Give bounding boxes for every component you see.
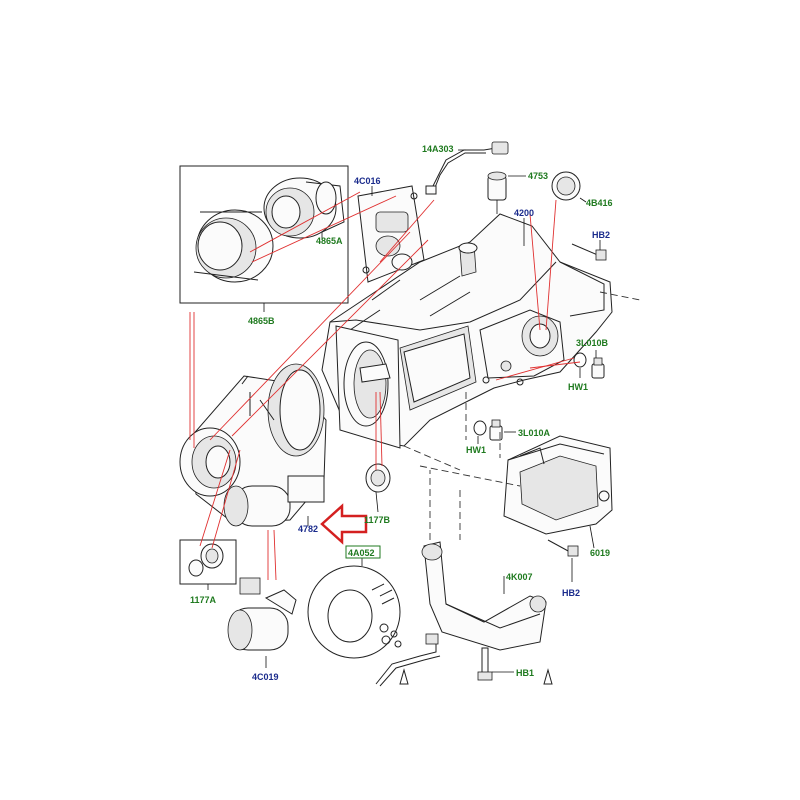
label-3L010A: 3L010A bbox=[518, 428, 551, 438]
label-14A303: 14A303 bbox=[422, 144, 454, 154]
label-4C019: 4C019 bbox=[252, 672, 279, 682]
label-4A052-box bbox=[345, 545, 381, 559]
cover-6019 bbox=[503, 435, 613, 557]
control-module-4C016 bbox=[357, 185, 425, 283]
bolt-HB1 bbox=[477, 647, 493, 681]
label-4865B: 4865B bbox=[248, 316, 275, 326]
highlight-arrow bbox=[320, 503, 368, 545]
label-4C016: 4C016 bbox=[354, 176, 381, 186]
wiring-harness-14A303 bbox=[425, 141, 509, 195]
seal-4B416 bbox=[551, 171, 581, 201]
motor-assembly-4782 bbox=[179, 363, 327, 527]
plug-3L010B bbox=[573, 352, 605, 379]
label-HW1-right: HW1 bbox=[568, 382, 588, 392]
kit-4A052 bbox=[307, 565, 402, 659]
label-4782: 4782 bbox=[298, 524, 318, 534]
label-HW1-left: HW1 bbox=[466, 445, 486, 455]
sensor-4753 bbox=[487, 171, 507, 214]
label-HB2-bottom: HB2 bbox=[562, 588, 580, 598]
small-fasteners bbox=[241, 375, 553, 685]
red-leader-lines bbox=[189, 191, 581, 581]
label-leader-lines bbox=[307, 149, 601, 673]
label-4200: 4200 bbox=[514, 208, 534, 218]
inset-box-4865 bbox=[179, 165, 349, 304]
bolt-HB2-top bbox=[571, 243, 607, 261]
label-HB2-top: HB2 bbox=[592, 230, 610, 240]
label-4A052: 4A052 bbox=[348, 548, 375, 558]
label-4K007: 4K007 bbox=[506, 572, 533, 582]
label-4B416: 4B416 bbox=[586, 198, 613, 208]
label-4753: 4753 bbox=[528, 171, 548, 181]
dashed-assembly-lines bbox=[403, 291, 641, 540]
plug-3L010A bbox=[473, 419, 503, 441]
label-HB1: HB1 bbox=[516, 668, 534, 678]
label-6019: 6019 bbox=[590, 548, 610, 558]
bracket-4K007 bbox=[421, 541, 547, 651]
seal-1177B bbox=[365, 463, 391, 493]
inset-box-1177A bbox=[179, 539, 237, 590]
front-flange-plate bbox=[335, 325, 401, 449]
actuator-motor-4C019 bbox=[227, 577, 297, 668]
sensor-wire bbox=[375, 633, 441, 687]
label-1177A: 1177A bbox=[190, 595, 217, 605]
label-3L010B: 3L010B bbox=[576, 338, 609, 348]
label-4865A: 4865A bbox=[316, 236, 343, 246]
label-1177B: 1177B bbox=[364, 515, 391, 525]
part-labels: 14A303 4C016 4753 4B416 4200 HB2 4865A 4… bbox=[190, 144, 613, 682]
